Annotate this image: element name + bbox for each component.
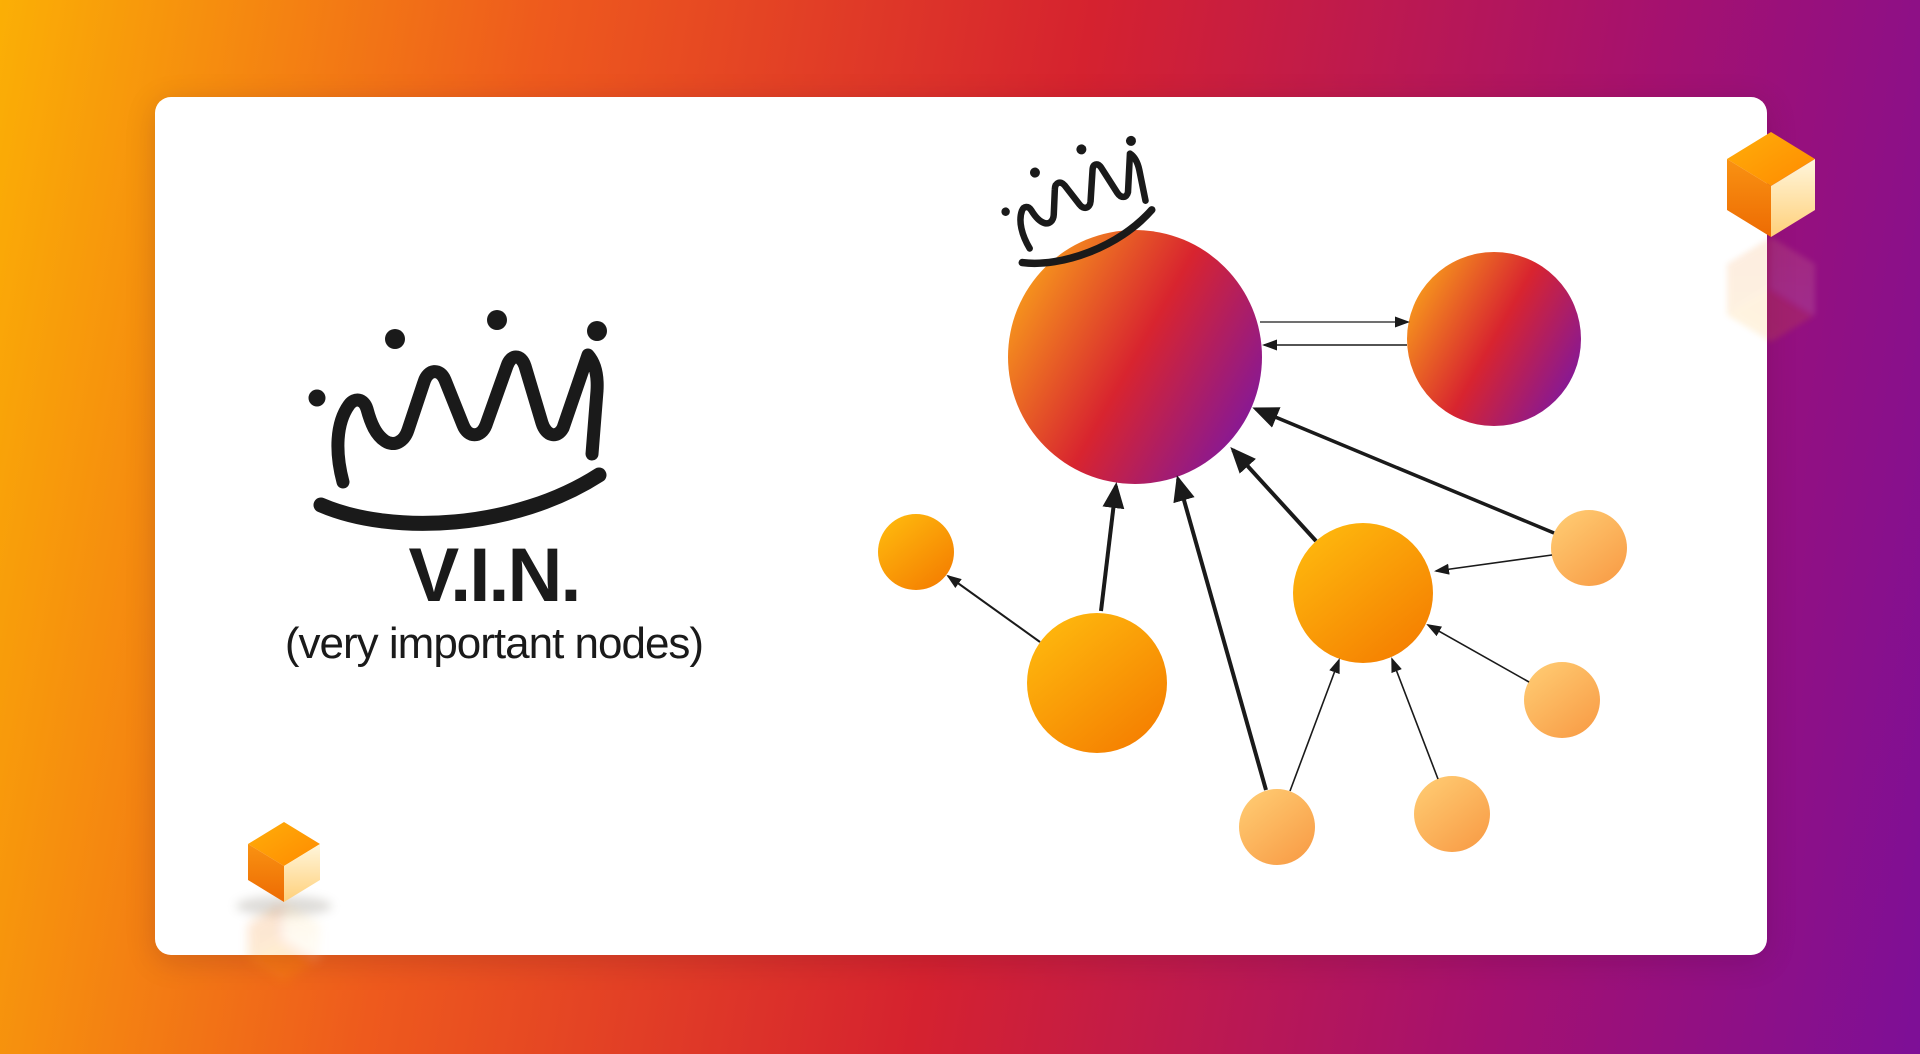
arrow-d-to-vin-king <box>1252 407 1555 535</box>
node-vin-second <box>1407 252 1581 426</box>
network-nodes <box>878 230 1627 865</box>
page-title: V.I.N. <box>408 533 581 618</box>
node-c <box>1293 523 1433 663</box>
node-g <box>1414 776 1490 852</box>
node-a <box>878 514 954 590</box>
cube-3d-top-right <box>1727 132 1815 342</box>
arrow-d-to-c <box>1434 554 1553 575</box>
arrow-f-to-vin-king <box>1173 475 1268 791</box>
arrow-c-to-vin-king <box>1230 447 1318 543</box>
arrow-e-to-c <box>1426 624 1530 683</box>
arrow-b-to-vin-king <box>1099 482 1125 612</box>
arrow-b-to-a <box>946 574 1041 643</box>
network-edges <box>946 316 1555 792</box>
arrow-g-to-c <box>1391 657 1439 780</box>
cube-3d-bottom-left <box>236 822 332 982</box>
node-e <box>1524 662 1600 738</box>
node-b <box>1027 613 1167 753</box>
page-subtitle: (very important nodes) <box>284 619 704 668</box>
crown-icon <box>309 310 608 523</box>
node-vin-king <box>1008 230 1262 484</box>
node-d <box>1551 510 1627 586</box>
arrow-f-to-c <box>1289 658 1340 792</box>
node-f <box>1239 789 1315 865</box>
